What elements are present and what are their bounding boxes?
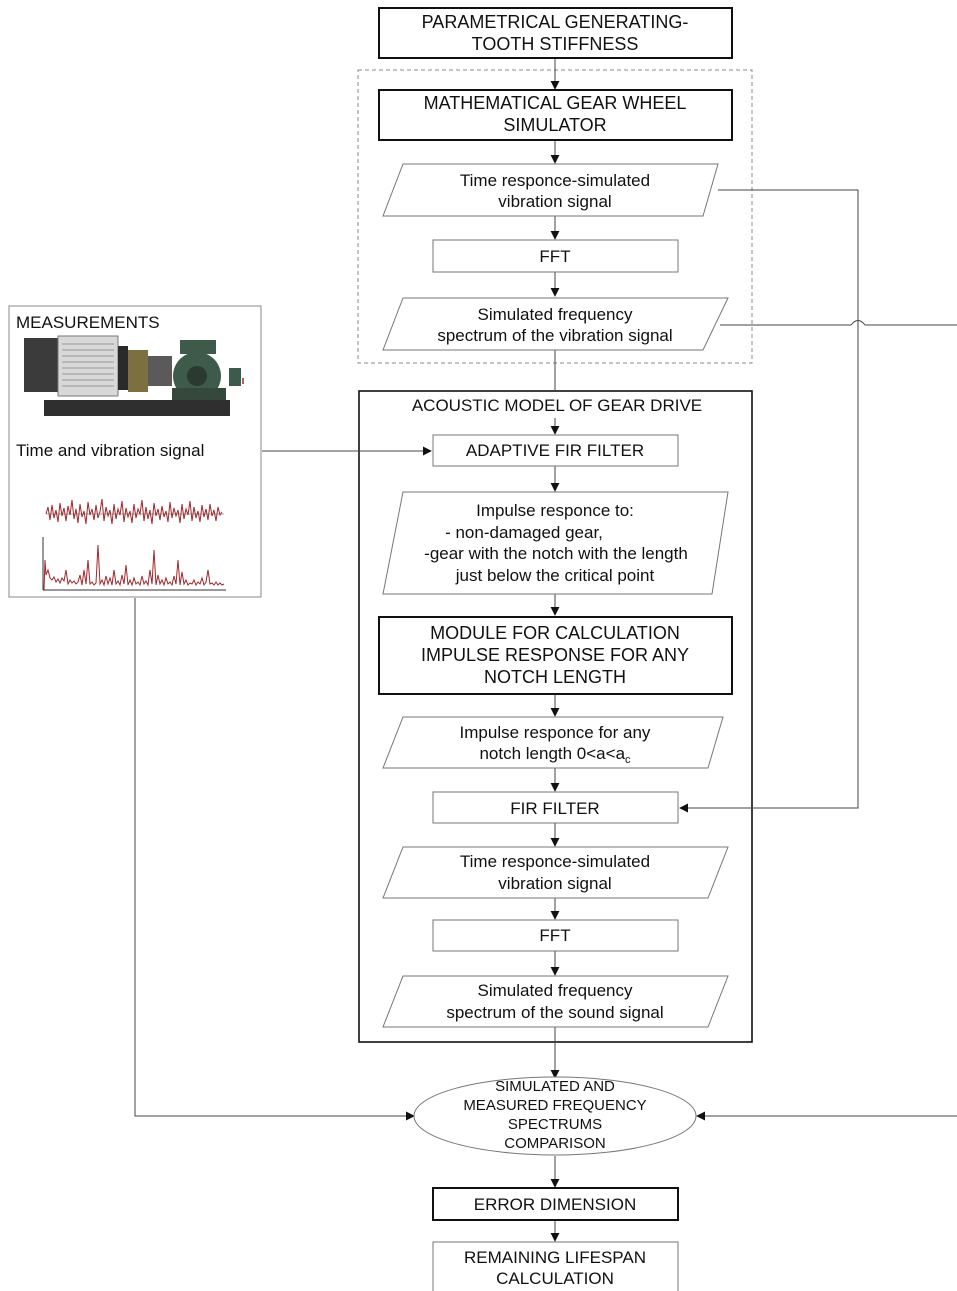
acoustic-model-title: ACOUSTIC MODEL OF GEAR DRIVE [412,396,702,415]
parametrical-stiffness-box: PARAMETRICAL GENERATING- TOOTH STIFFNESS [378,7,733,59]
time-vibration-signal-label: Time and vibration signal [16,441,204,460]
connectors [130,58,957,1242]
motor-pump-illustration [24,335,244,416]
impulse-any-notch-parallelogram: Impulse responce for any notch length 0<… [382,716,724,769]
comparison-line-2: MEASURED FREQUENCY [463,1097,646,1114]
time-signal-waveform [45,498,223,525]
sim-freq-sound-line-1: Simulated frequency [478,981,633,1000]
gear-wheel-simulator-box: MATHEMATICAL GEAR WHEEL SIMULATOR [378,89,733,141]
module-calculation-box: MODULE FOR CALCULATION IMPULSE RESPONSE … [378,616,733,695]
comparison-line-1: SIMULATED AND [495,1078,615,1095]
adaptive-fir-filter-box: ADAPTIVE FIR FILTER [432,434,679,467]
simulator-line-2: SIMULATOR [503,115,606,135]
fft-box-2: FFT [432,919,679,952]
sim-freq-sound-line-2: spectrum of the sound signal [446,1003,663,1022]
remaining-lifespan-box: REMAINING LIFESPAN CALCULATION [432,1241,679,1291]
simulator-line-1: MATHEMATICAL GEAR WHEEL [424,93,687,113]
measurements-panel: MEASUREMENTS Time and vibration signal [8,305,262,598]
parametrical-line-1: PARAMETRICAL GENERATING- [422,12,689,32]
fft-1-label: FFT [539,247,570,266]
impulse-resp-line-1: Impulse responce to: [476,501,634,520]
comparison-line-3: SPECTRUMS [508,1116,602,1133]
impulse-resp-line-2: - non-damaged gear, [445,523,603,542]
time-response-simulated-1: Time responce-simulated vibration signal [382,163,719,217]
fft-box-1: FFT [432,239,679,273]
simulated-frequency-sound: Simulated frequency spectrum of the soun… [382,975,729,1028]
time-response-simulated-2: Time responce-simulated vibration signal [382,846,729,899]
frequency-spectrum-plot [42,537,226,591]
module-line-2: IMPULSE RESPONSE FOR ANY [421,645,689,665]
comparison-ellipse: SIMULATED AND MEASURED FREQUENCY SPECTRU… [413,1076,697,1156]
impulse-any-line-1: Impulse responce for any [460,723,651,742]
module-line-1: MODULE FOR CALCULATION [430,623,680,643]
impulse-any-subscript: c [625,754,631,766]
time-response-1-line-2: vibration signal [498,192,611,211]
impulse-resp-line-3: -gear with the notch with the length [424,544,688,563]
impulse-resp-line-4: just below the critical point [455,566,655,585]
remaining-line-1: REMAINING LIFESPAN [464,1248,646,1267]
fft-2-label: FFT [539,926,570,945]
sim-freq-vib-line-1: Simulated frequency [478,305,633,324]
time-response-2-line-1: Time responce-simulated [460,852,650,871]
comparison-line-4: COMPARISON [504,1135,605,1152]
measurements-title: MEASUREMENTS [16,313,160,332]
parametrical-line-2: TOOTH STIFFNESS [472,34,639,54]
impulse-any-line-2-text: notch length 0<a<a [479,744,625,763]
impulse-response-parallelogram: Impulse responce to: - non-damaged gear,… [382,491,729,595]
adaptive-fir-label: ADAPTIVE FIR FILTER [466,441,644,460]
error-dimension-label: ERROR DIMENSION [474,1195,636,1214]
simulated-frequency-vibration: Simulated frequency spectrum of the vibr… [382,297,729,351]
module-line-3: NOTCH LENGTH [484,667,626,687]
fir-filter-label: FIR FILTER [510,799,599,818]
time-response-2-line-2: vibration signal [498,874,611,893]
remaining-line-2: CALCULATION [496,1269,614,1288]
error-dimension-box: ERROR DIMENSION [432,1187,679,1221]
time-response-1-line-1: Time responce-simulated [460,171,650,190]
impulse-any-line-2: notch length 0<a<ac [479,744,631,766]
fir-filter-box: FIR FILTER [432,791,679,824]
sim-freq-vib-line-2: spectrum of the vibration signal [437,326,672,345]
